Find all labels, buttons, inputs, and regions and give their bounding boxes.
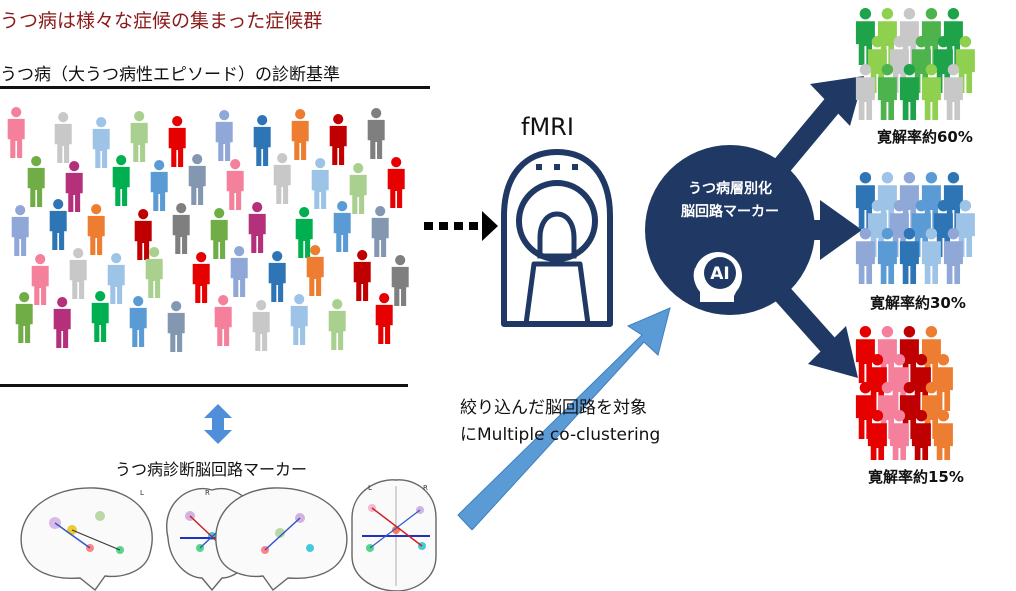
person-icon bbox=[371, 206, 389, 257]
person-icon bbox=[214, 295, 232, 346]
clustering-arrow bbox=[457, 307, 671, 530]
crowd-top-divider bbox=[0, 86, 430, 89]
person-icon bbox=[130, 111, 148, 162]
person-icon bbox=[11, 205, 29, 256]
person-icon bbox=[248, 202, 266, 253]
person-icon bbox=[31, 254, 49, 305]
person-icon bbox=[129, 296, 147, 347]
person-icon bbox=[889, 410, 909, 460]
fmri-label: fMRI bbox=[521, 113, 574, 141]
person-icon bbox=[349, 163, 367, 214]
person-icon bbox=[855, 228, 875, 284]
crowd-bottom-divider bbox=[0, 384, 408, 387]
person-icon bbox=[333, 201, 351, 252]
brain-view-right-sagittal bbox=[215, 487, 348, 591]
dotted-arrow-to-fmri bbox=[424, 211, 498, 241]
depression-marker-label: うつ病診断脳回路マーカー bbox=[115, 460, 308, 479]
person-icon bbox=[192, 252, 210, 303]
person-icon bbox=[921, 64, 941, 120]
person-icon bbox=[15, 292, 33, 343]
outcome-group-30 bbox=[855, 172, 975, 284]
page-title: うつ病は様々な症候の集まった症候群 bbox=[0, 10, 323, 32]
person-icon bbox=[188, 154, 206, 205]
outcome-group-15 bbox=[855, 326, 953, 460]
person-icon bbox=[311, 158, 329, 209]
person-icon bbox=[69, 248, 87, 299]
person-icon bbox=[134, 209, 152, 260]
person-icon bbox=[933, 410, 953, 460]
person-icon bbox=[150, 160, 168, 211]
person-icon bbox=[253, 115, 271, 166]
remission-rate-30: 寛解率約30% bbox=[870, 294, 966, 312]
person-icon bbox=[387, 157, 405, 208]
clustering-line-2: にMultiple co-clustering bbox=[460, 425, 661, 445]
person-icon bbox=[230, 246, 248, 297]
remission-rate-60: 寛解率約60% bbox=[877, 128, 973, 146]
brain-view-4-left-marker: L bbox=[368, 484, 372, 492]
outcome-group-60 bbox=[855, 8, 975, 120]
ai-hub-diagram: AI bbox=[645, 76, 864, 378]
person-icon bbox=[112, 155, 130, 206]
person-icon bbox=[168, 116, 186, 167]
person-icon bbox=[65, 161, 83, 212]
brain-view-2-left-marker: L bbox=[140, 489, 144, 497]
ai-badge-text: AI bbox=[710, 264, 729, 284]
person-icon bbox=[375, 293, 393, 344]
patient-crowd bbox=[7, 107, 409, 352]
person-icon bbox=[167, 301, 185, 352]
person-icon bbox=[87, 204, 105, 255]
fmri-scanner-icon bbox=[501, 149, 613, 327]
person-icon bbox=[27, 156, 45, 207]
person-icon bbox=[921, 228, 941, 284]
brain-view-left-sagittal bbox=[20, 487, 153, 591]
remission-rate-15: 寛解率約15% bbox=[868, 468, 964, 486]
person-icon bbox=[172, 203, 190, 254]
person-icon bbox=[391, 255, 409, 306]
brain-view-2-right-marker: R bbox=[205, 489, 210, 497]
person-icon bbox=[306, 245, 324, 296]
person-icon bbox=[911, 410, 931, 460]
updown-arrow-icon bbox=[204, 404, 232, 444]
person-icon bbox=[899, 228, 919, 284]
person-icon bbox=[877, 228, 897, 284]
person-icon bbox=[943, 228, 963, 284]
person-icon bbox=[49, 199, 67, 250]
person-icon bbox=[91, 291, 109, 342]
person-icon bbox=[215, 110, 233, 161]
person-icon bbox=[855, 64, 875, 120]
person-icon bbox=[290, 294, 308, 345]
brain-view-axial: L R bbox=[351, 479, 437, 591]
ai-hub-line-2: 脳回路マーカー bbox=[681, 204, 779, 220]
person-icon bbox=[107, 253, 125, 304]
person-icon bbox=[273, 153, 291, 204]
person-icon bbox=[268, 251, 286, 302]
person-icon bbox=[210, 208, 228, 259]
person-icon bbox=[252, 300, 270, 351]
brain-scans: L R L R bbox=[20, 479, 437, 591]
person-icon bbox=[367, 108, 385, 159]
diagnostic-criteria-heading: うつ病（大うつ病性エピソード）の診断基準 bbox=[0, 65, 340, 85]
person-icon bbox=[899, 64, 919, 120]
brain-view-4-right-marker: R bbox=[423, 484, 428, 492]
person-icon bbox=[226, 159, 244, 210]
person-icon bbox=[353, 250, 371, 301]
person-icon bbox=[867, 410, 887, 460]
ai-hub-line-1: うつ病層別化 bbox=[688, 181, 772, 197]
person-icon bbox=[145, 247, 163, 298]
person-icon bbox=[291, 109, 309, 160]
person-icon bbox=[54, 112, 72, 163]
person-icon bbox=[877, 64, 897, 120]
person-icon bbox=[295, 207, 313, 258]
person-icon bbox=[329, 114, 347, 165]
clustering-line-1: 絞り込んだ脳回路を対象 bbox=[460, 398, 647, 418]
person-icon bbox=[943, 64, 963, 120]
person-icon bbox=[7, 107, 25, 158]
person-icon bbox=[92, 117, 110, 168]
person-icon bbox=[53, 297, 71, 348]
person-icon bbox=[328, 299, 346, 350]
